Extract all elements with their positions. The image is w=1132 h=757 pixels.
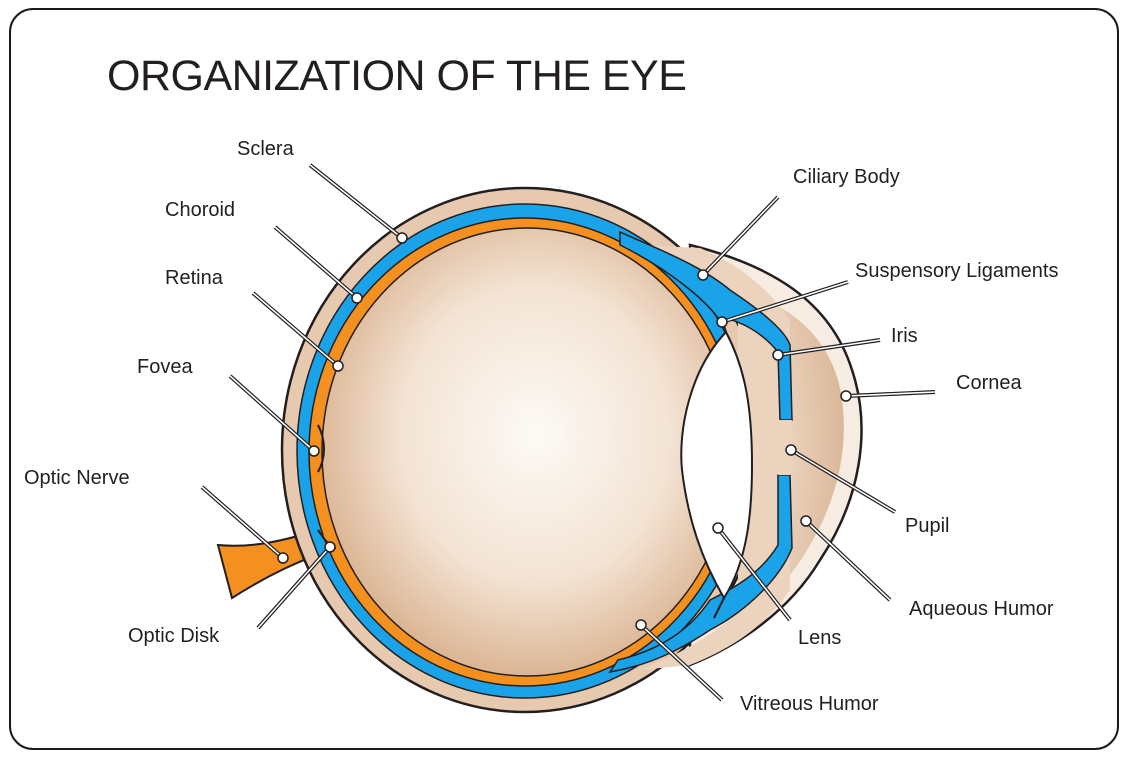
label-optic-nerve: Optic Nerve <box>24 466 130 490</box>
label-vitreous-humor: Vitreous Humor <box>740 692 879 716</box>
label-cornea: Cornea <box>956 371 1022 395</box>
label-retina: Retina <box>165 266 223 290</box>
label-pupil: Pupil <box>905 514 949 538</box>
label-lens: Lens <box>798 626 841 650</box>
label-ciliary-body: Ciliary Body <box>793 165 900 189</box>
label-optic-disk: Optic Disk <box>128 624 219 648</box>
label-iris: Iris <box>891 324 918 348</box>
vitreous-humor-shape <box>322 228 732 676</box>
label-fovea: Fovea <box>137 355 193 379</box>
label-sclera: Sclera <box>237 137 294 161</box>
label-suspensory-ligaments: Suspensory Ligaments <box>855 259 1058 283</box>
label-aqueous-humor: Aqueous Humor <box>909 597 1054 621</box>
label-choroid: Choroid <box>165 198 235 222</box>
